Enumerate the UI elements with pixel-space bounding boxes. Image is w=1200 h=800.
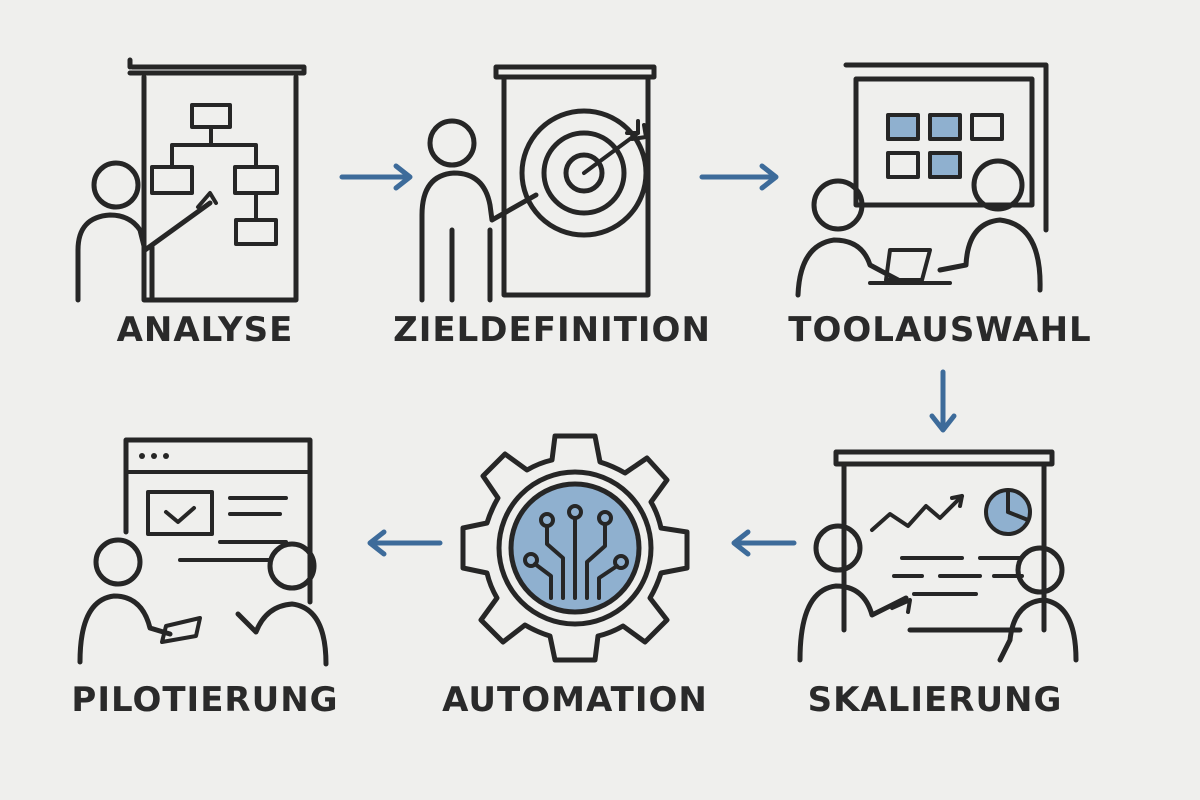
step-label: AUTOMATION: [442, 680, 708, 720]
tool-selection-meeting-icon: [795, 62, 1049, 298]
arrow-down-icon: [929, 369, 957, 433]
step-label: ANALYSE: [116, 310, 294, 350]
step-pilotierung: [70, 432, 330, 672]
step-zieldefinition: [412, 55, 672, 315]
step-skalierung: [790, 440, 1080, 670]
step-label: PILOTIERUNG: [71, 680, 339, 720]
step-automation: [455, 428, 695, 668]
pilot-checklist-meeting-icon: [77, 437, 329, 667]
step-label: SKALIERUNG: [807, 680, 1063, 720]
arrow-right-icon: [699, 163, 779, 191]
target-presentation-icon: [419, 64, 657, 303]
arrow-left-icon: [731, 529, 797, 557]
arrow-right-icon: [339, 163, 413, 191]
flowchart-presentation-icon: [75, 57, 307, 303]
growth-chart-meeting-icon: [797, 449, 1079, 663]
gear-circuit-icon: [460, 433, 690, 663]
step-toolauswahl: [790, 55, 1060, 315]
arrow-left-icon: [367, 529, 443, 557]
step-analyse: [60, 55, 320, 315]
step-label: TOOLAUSWAHL: [788, 310, 1092, 350]
step-label: ZIELDEFINITION: [393, 310, 711, 350]
